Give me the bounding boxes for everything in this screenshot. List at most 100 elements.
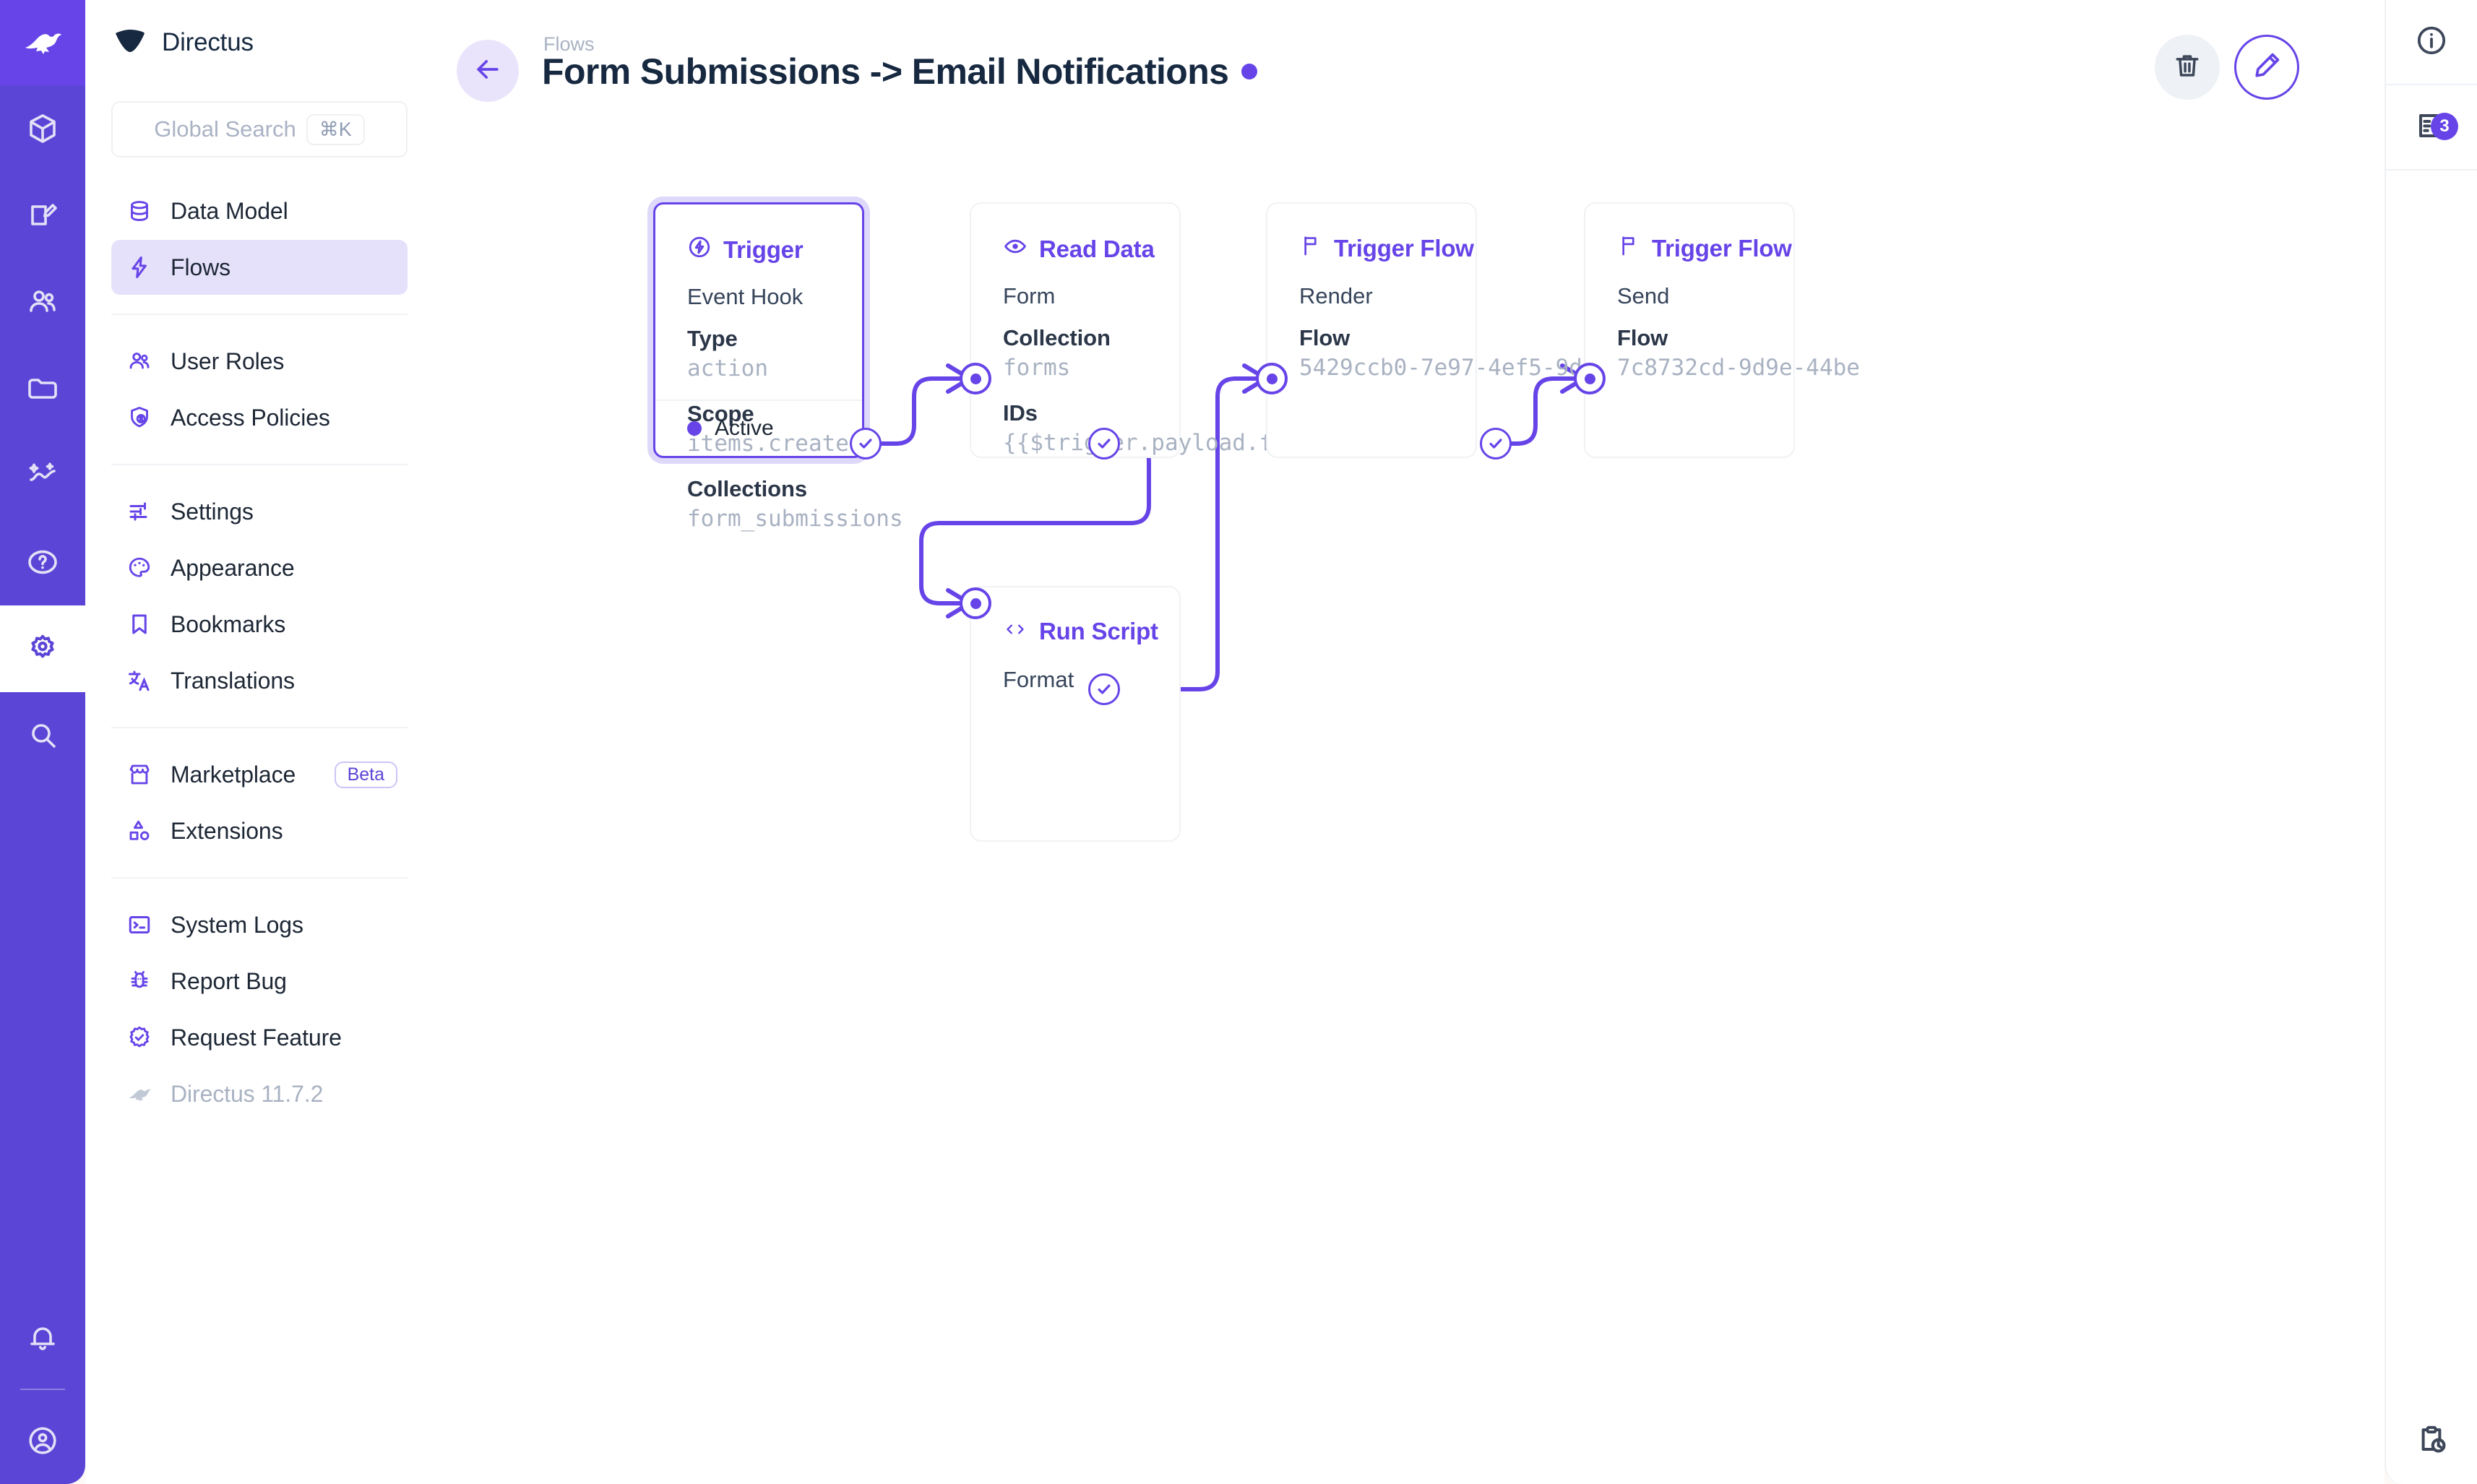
directus-logo-icon [114,29,146,57]
global-search-shortcut: ⌘K [306,113,365,145]
global-search-placeholder: Global Search [154,116,296,142]
rail-logo-button[interactable] [0,0,85,85]
sidebar-item-label: Request Feature [171,1024,342,1051]
rail-item-account[interactable] [0,1397,85,1484]
sidebar-item-label: Data Model [171,197,288,224]
sidebar-item-request-feature[interactable]: Request Feature [111,1010,408,1065]
activity-button[interactable] [2386,1399,2477,1484]
sidebar-item-appearance[interactable]: Appearance [111,540,408,595]
sidebar-item-label: Settings [171,498,254,525]
field-value: action [687,355,768,381]
database-icon [126,197,153,225]
rail-item-settings[interactable] [0,605,85,692]
port-dot [1266,373,1278,384]
folder-icon [25,371,60,406]
arrow-left-icon [472,53,504,89]
port-dot [970,373,981,384]
rail-item-insights[interactable] [0,432,85,519]
sidebar-item-system-logs[interactable]: System Logs [111,897,408,952]
node-title-label: Trigger Flow [1652,235,1792,262]
sidebar-divider [111,464,408,465]
rail-item-help[interactable] [0,519,85,605]
port-trigger-resolve[interactable] [850,428,882,460]
rail-item-search[interactable] [0,692,85,779]
node-title-label: Read Data [1039,236,1155,262]
status-label: Active [715,416,774,440]
port-trigger-flow-render-input[interactable] [1256,363,1288,394]
port-read-data-input[interactable] [960,363,991,394]
back-button[interactable] [457,40,519,102]
sidebar-item-label: System Logs [171,911,303,938]
rail-item-users[interactable] [0,259,85,345]
sidebar-item-report-bug[interactable]: Report Bug [111,954,408,1009]
field-key: Type [687,326,738,351]
node-subtitle: Send [1617,283,1670,309]
field-key: IDs [1003,400,1038,426]
rail-item-notifications[interactable] [0,1295,85,1381]
bug-icon [126,967,153,995]
port-trigger-flow-send-input[interactable] [1574,363,1606,394]
rail-item-editor[interactable] [0,172,85,259]
sidebar-item-access-policies[interactable]: Access Policies [111,390,408,445]
directus-rabbit-icon [20,23,65,63]
sidebar-item-label: Extensions [171,817,283,844]
pencil-icon [2251,50,2283,85]
users-icon [126,348,153,375]
code-icon [1003,618,1028,645]
node-title: Trigger Flow [1299,234,1474,263]
global-search-input[interactable]: Global Search ⌘K [111,101,408,158]
edit-square-icon [25,198,60,233]
sidebar-item-flows[interactable]: Flows [111,240,408,295]
shield-user-icon [126,404,153,431]
search-icon [25,718,60,753]
status-dot [1241,64,1258,79]
port-run-script-resolve[interactable] [1088,673,1120,705]
sidebar-item-bookmarks[interactable]: Bookmarks [111,597,408,652]
rail-bottom-group [0,1295,85,1484]
main-area: Flows Form Submissions -> Email Notifica… [434,0,2385,1484]
node-field-type: Type action [687,326,768,381]
edit-flow-button[interactable] [2234,35,2299,100]
sidebar-item-label: Marketplace [171,761,296,788]
sidebar-item-label: Bookmarks [171,611,286,637]
box-icon [25,111,60,146]
flow-node-trigger-flow-render[interactable]: Trigger Flow Render Flow 5429ccb0-7e97-4… [1266,202,1663,458]
sidebar-item-extensions[interactable]: Extensions [111,803,408,858]
info-button[interactable] [2386,0,2477,85]
node-title-label: Trigger Flow [1334,235,1474,262]
sidebar-item-label: Translations [171,667,295,694]
field-key: Collection [1003,325,1111,350]
sidebar-item-marketplace[interactable]: Marketplace Beta [111,747,408,802]
sidebar-item-label: Report Bug [171,967,287,994]
sidebar-item-user-roles[interactable]: User Roles [111,334,408,389]
sidebar-item-data-model[interactable]: Data Model [111,184,408,238]
page-title-text: Form Submissions -> Email Notifications [542,51,1229,92]
sidebar-item-label: Access Policies [171,404,330,431]
node-subtitle: Format [1003,667,1074,692]
bolt-circle-icon [687,235,712,265]
palette-icon [126,554,153,582]
status-dot [687,421,702,436]
delete-flow-button[interactable] [2155,35,2220,100]
flag-icon [1617,234,1640,263]
flow-node-trigger[interactable]: Trigger Event Hook Type action Scope ite… [653,202,903,532]
breadcrumb[interactable]: Flows [543,33,595,55]
clipboard-clock-icon [2414,1423,2449,1461]
port-read-data-resolve[interactable] [1088,428,1120,460]
flow-node-run-script-visible[interactable]: Run Script Format [970,586,1181,842]
directus-rabbit-icon [126,1080,153,1108]
rail-item-content[interactable] [0,85,85,172]
logs-button[interactable]: 3 [2386,85,2477,171]
sidebar-item-label: Directus 11.7.2 [171,1080,324,1107]
flow-canvas[interactable]: Trigger Event Hook Type action Scope ite… [434,140,2385,1484]
flow-node-trigger-flow-send[interactable]: Trigger Flow Send Flow 7c8732cd-9d9e-44b… [1584,202,1860,458]
flow-node-read-data[interactable]: Read Data Form Collection forms IDs {{$t… [970,202,1340,458]
sidebar-item-translations[interactable]: Translations [111,653,408,708]
rail-item-files[interactable] [0,345,85,432]
module-rail [0,0,85,1484]
sidebar-item-settings[interactable]: Settings [111,484,408,539]
marketplace-beta-badge: Beta [334,761,397,788]
port-run-script-input[interactable] [960,587,991,619]
port-trigger-flow-render-resolve[interactable] [1480,428,1512,460]
